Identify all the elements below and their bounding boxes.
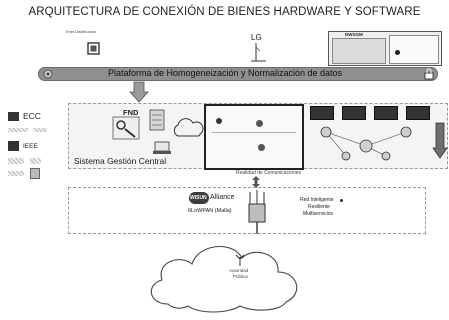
down-arrow-top (129, 81, 149, 103)
wisun-logo-text: WISUN (190, 195, 207, 201)
panel-node-left (216, 118, 222, 124)
iec-logo (8, 141, 19, 151)
cloud-icon-small (173, 118, 204, 137)
enel-logo (62, 34, 100, 62)
node-card-4 (406, 106, 430, 120)
lg-label: LG (251, 33, 262, 42)
panel-node-bottom (258, 144, 265, 151)
smart-grid-dot (340, 199, 343, 202)
logo-row-5b (30, 168, 40, 179)
smart-grid-line-1: Red Inteligente (300, 197, 334, 203)
central-system-label: Sistema Gestión Central (74, 156, 167, 166)
tools-icon (112, 116, 140, 140)
bidirectional-arrow (252, 176, 260, 188)
antenna-icon (235, 254, 245, 266)
datalogger-screens: DWXGM (328, 31, 442, 66)
logo-row-4b (30, 158, 41, 164)
network-nodes-group (306, 104, 436, 166)
logo-row-2a (8, 128, 28, 132)
wisun-logo: WISUN (189, 192, 209, 204)
mesh-network-icon (320, 126, 412, 161)
field-network-box (68, 187, 426, 234)
top-left-caption: Enel Distribución (66, 29, 97, 34)
screen-left (332, 38, 386, 64)
diagram-title: ARQUITECTURA DE CONEXIÓN DE BIENES HARDW… (28, 6, 421, 18)
panel-node-mid (256, 120, 263, 127)
central-monitor-panel (204, 104, 304, 170)
standards-column: ECC IEEE (8, 111, 64, 202)
lock-icon (424, 68, 434, 80)
comms-network-label: Realidad de Comunicaciones (236, 170, 302, 176)
logo-row-2b (33, 128, 47, 132)
platform-band (38, 67, 438, 81)
node-card-1 (310, 106, 334, 120)
fnd-label: FND (123, 108, 139, 117)
lg-tower-icon (251, 43, 266, 62)
wisun-alliance-label: Alliance (210, 194, 235, 201)
gear-icon (43, 69, 53, 79)
public-cloud-icon (150, 245, 298, 313)
node-card-2 (342, 106, 366, 120)
cloud-caption-2: Pública (233, 274, 248, 279)
ieee-label: IEEE (23, 143, 38, 150)
router-mast-icon (248, 190, 266, 234)
smart-grid-line-3: Multiservicios (303, 211, 334, 217)
datalogger-label: DWXGM (345, 32, 363, 37)
panel-line (212, 132, 296, 133)
isa-logo (8, 112, 19, 121)
platform-band-label: Plataforma de Homogeneización y Normaliz… (107, 68, 343, 78)
server-icon (149, 109, 165, 131)
cloud-caption-1: Autoridad (229, 268, 249, 273)
smart-grid-line-2: Resiliente (308, 204, 330, 210)
glowpan-label: 6LoWPAN (Malla) (188, 208, 232, 214)
screen-right (389, 35, 439, 64)
logo-row-5a (8, 171, 24, 176)
down-arrow-right (432, 122, 448, 159)
node-card-3 (374, 106, 398, 120)
logo-row-4a (8, 158, 24, 164)
laptop-icon (153, 141, 171, 154)
screen-dot (395, 50, 400, 55)
ecc-label: ECC (23, 111, 41, 121)
enel-logo-icon (87, 42, 100, 55)
